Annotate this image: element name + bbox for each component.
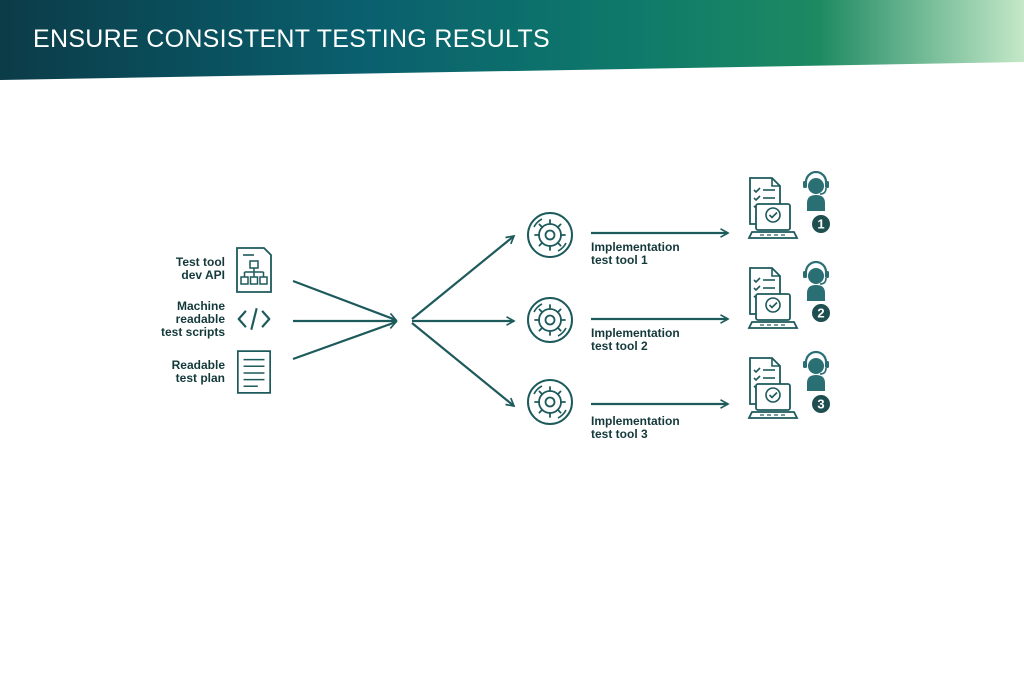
gear-circle-icon [527, 297, 573, 343]
label-line: Implementation [591, 414, 680, 428]
result-group-2: 2 [747, 260, 832, 330]
label-line: test tool 2 [591, 339, 648, 353]
label-line: readable [175, 312, 225, 326]
flowchart-document-icon [236, 247, 272, 293]
converging-arrows [292, 279, 396, 361]
result-arrows [591, 233, 728, 404]
number-badge-label: 1 [817, 217, 824, 232]
label-line: test tool 1 [591, 253, 648, 267]
gear-circle-icon [527, 379, 573, 425]
number-badge-label: 2 [817, 306, 824, 321]
label-line: test tool 3 [591, 427, 648, 441]
gear-circle-icon [527, 212, 573, 258]
tool-gears [527, 212, 573, 425]
label-line: test scripts [160, 325, 225, 339]
result-group-1: 1 [747, 170, 832, 240]
label-line: dev API [181, 268, 225, 282]
tool-label-3: Implementation test tool 3 [591, 415, 680, 441]
result-icons: 1 2 3 [747, 170, 832, 420]
tool-label-2: Implementation test tool 2 [591, 327, 680, 353]
label-line: Machine [176, 299, 225, 313]
label-line: Test tool [175, 255, 225, 269]
input-icons [236, 247, 272, 394]
result-group-3: 3 [747, 350, 832, 420]
page-title: ENSURE CONSISTENT TESTING RESULTS [33, 25, 550, 53]
tool-label-1: Implementation test tool 1 [591, 241, 680, 267]
label-line: Readable [171, 358, 225, 372]
label-line: Implementation [591, 326, 680, 340]
code-brackets-icon [237, 307, 271, 331]
text-document-icon [236, 350, 272, 394]
label-line: Implementation [591, 240, 680, 254]
number-badge [810, 302, 832, 324]
header-band [0, 0, 1024, 80]
arrow-to-tool-3 [411, 322, 514, 406]
number-badge-label: 3 [817, 397, 824, 412]
arrow-to-tool-1 [411, 236, 514, 320]
label-line: test plan [175, 371, 225, 385]
number-badge [810, 393, 832, 415]
diverging-arrows [411, 236, 514, 406]
number-badge [810, 213, 832, 235]
arrow-from-plan [292, 322, 396, 361]
arrow-from-api [292, 279, 396, 320]
input-label-scripts: Machine readable test scripts [161, 300, 225, 339]
input-label-api: Test tool dev API [176, 256, 225, 282]
input-label-plan: Readable test plan [172, 359, 225, 385]
